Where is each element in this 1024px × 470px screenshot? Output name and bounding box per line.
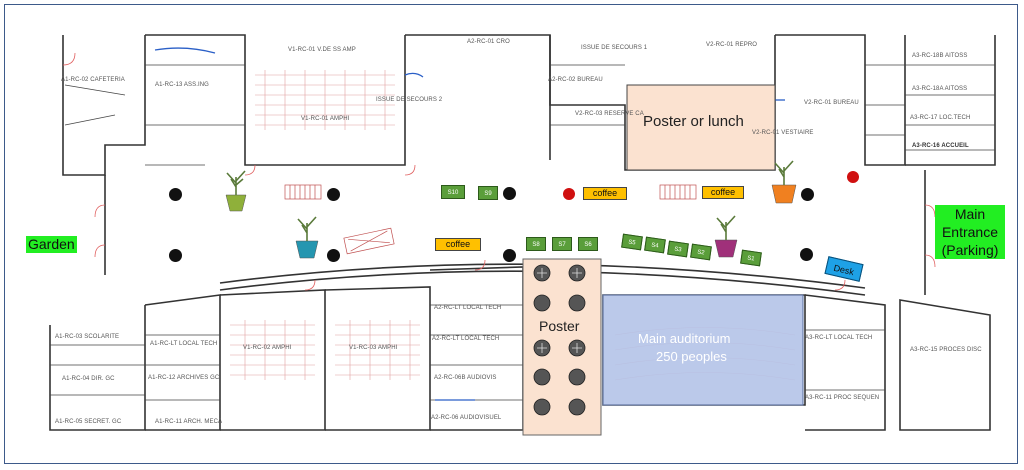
pillar <box>503 249 516 262</box>
room-lt-local2: A2-RC-LT LOCAL TECH <box>434 305 502 311</box>
room-audiovis: A2-RC-06B AUDIOVIS <box>434 375 497 381</box>
room-amphi3: V1-RC-03 AMPHI <box>349 345 398 351</box>
pillar <box>169 249 182 262</box>
poster-or-lunch-label: Poster or lunch <box>643 113 744 130</box>
stand-s7[interactable]: S7 <box>552 237 572 251</box>
main-entrance-label: Main Entrance (Parking) <box>935 205 1005 259</box>
stand-s3[interactable]: S3 <box>667 240 689 258</box>
floor-plan-drawing <box>49 34 996 436</box>
room-archives: A1-RC-12 ARCHIVES GC <box>148 375 220 381</box>
red-marker <box>563 188 575 200</box>
room-assing: A1-RC-13 ASS.ING <box>155 82 209 88</box>
room-secret: A1-RC-05 SECRET. GC <box>55 419 122 425</box>
coffee-point[interactable]: coffee <box>702 186 744 199</box>
pillar <box>327 188 340 201</box>
stand-s1[interactable]: S1 <box>740 249 762 267</box>
room-vestiaire: V2-RC-01 VESTIAIRE <box>752 130 814 136</box>
coffee-point[interactable]: coffee <box>435 238 481 251</box>
red-marker <box>847 171 859 183</box>
auditorium-capacity: 250 peoples <box>656 349 727 364</box>
room-issue-secours: ISSUE DE SECOURS 2 <box>376 97 443 103</box>
stand-s5[interactable]: S5 <box>621 233 643 251</box>
room-audiovisuel: A2-RC-06 AUDIOVISUEL <box>431 415 502 421</box>
pillar <box>800 248 813 261</box>
pillar <box>169 188 182 201</box>
auditorium-title: Main auditorium <box>638 331 731 346</box>
room-bureau1: A2-RC-02 BUREAU <box>548 77 603 83</box>
pillar <box>327 249 340 262</box>
pillar <box>801 188 814 201</box>
room-reserve: V2-RC-03 RESERVE CA <box>575 111 644 117</box>
room-a3-18b: A3-RC-18B AITOSS <box>912 53 968 59</box>
room-proc-sequen: A3-RC-11 PROC SEQUEN <box>805 395 880 401</box>
room-a3-17: A3-RC-17 LOC.TECH <box>910 115 971 121</box>
room-lt-local3: A2-RC-LT LOCAL TECH <box>432 336 500 342</box>
room-scolarite: A1-RC-03 SCOLARITE <box>55 334 120 340</box>
floor-plan-frame: A1-RC-02 CAFETERIA A1-RC-13 ASS.ING V1-R… <box>4 4 1018 464</box>
room-sortie-secours: ISSUE DE SECOURS 1 <box>581 45 648 51</box>
room-amp1: V1-RC-01 V.DE SS AMP <box>288 47 356 53</box>
stand-s10[interactable]: S10 <box>441 185 465 199</box>
room-bureau2: V2-RC-01 BUREAU <box>804 100 859 106</box>
room-amphi2: V1-RC-02 AMPHI <box>243 345 292 351</box>
poster-label: Poster <box>537 318 582 334</box>
coffee-point[interactable]: coffee <box>583 187 627 200</box>
room-arch-meca: A1-RC-11 ARCH. MECA <box>155 419 223 425</box>
stand-s9[interactable]: S9 <box>478 186 498 200</box>
room-a3-18a: A3-RC-18A AITOSS <box>912 86 968 92</box>
room-dir: A1-RC-04 DIR. GC <box>62 376 115 382</box>
stand-s6[interactable]: S6 <box>578 237 598 251</box>
room-lt-local1: A1-RC-LT LOCAL TECH <box>150 341 218 347</box>
pillar <box>503 187 516 200</box>
garden-label: Garden <box>26 236 77 253</box>
stand-s4[interactable]: S4 <box>644 236 666 254</box>
stand-s2[interactable]: S2 <box>690 243 712 261</box>
room-amphi1: V1-RC-01 AMPHI <box>301 116 350 122</box>
stand-s8[interactable]: S8 <box>526 237 546 251</box>
room-cafeteria: A1-RC-02 CAFETERIA <box>61 77 125 83</box>
room-proces-disc: A3-RC-15 PROCES DISC <box>910 347 982 353</box>
room-cro: A2-RC-01 CRO <box>467 39 510 45</box>
room-accueil: A3-RC-16 ACCUEIL <box>912 143 969 149</box>
room-lt-local4: A3-RC-LT LOCAL TECH <box>805 335 873 341</box>
room-repro: V2-RC-01 REPRO <box>706 42 758 48</box>
